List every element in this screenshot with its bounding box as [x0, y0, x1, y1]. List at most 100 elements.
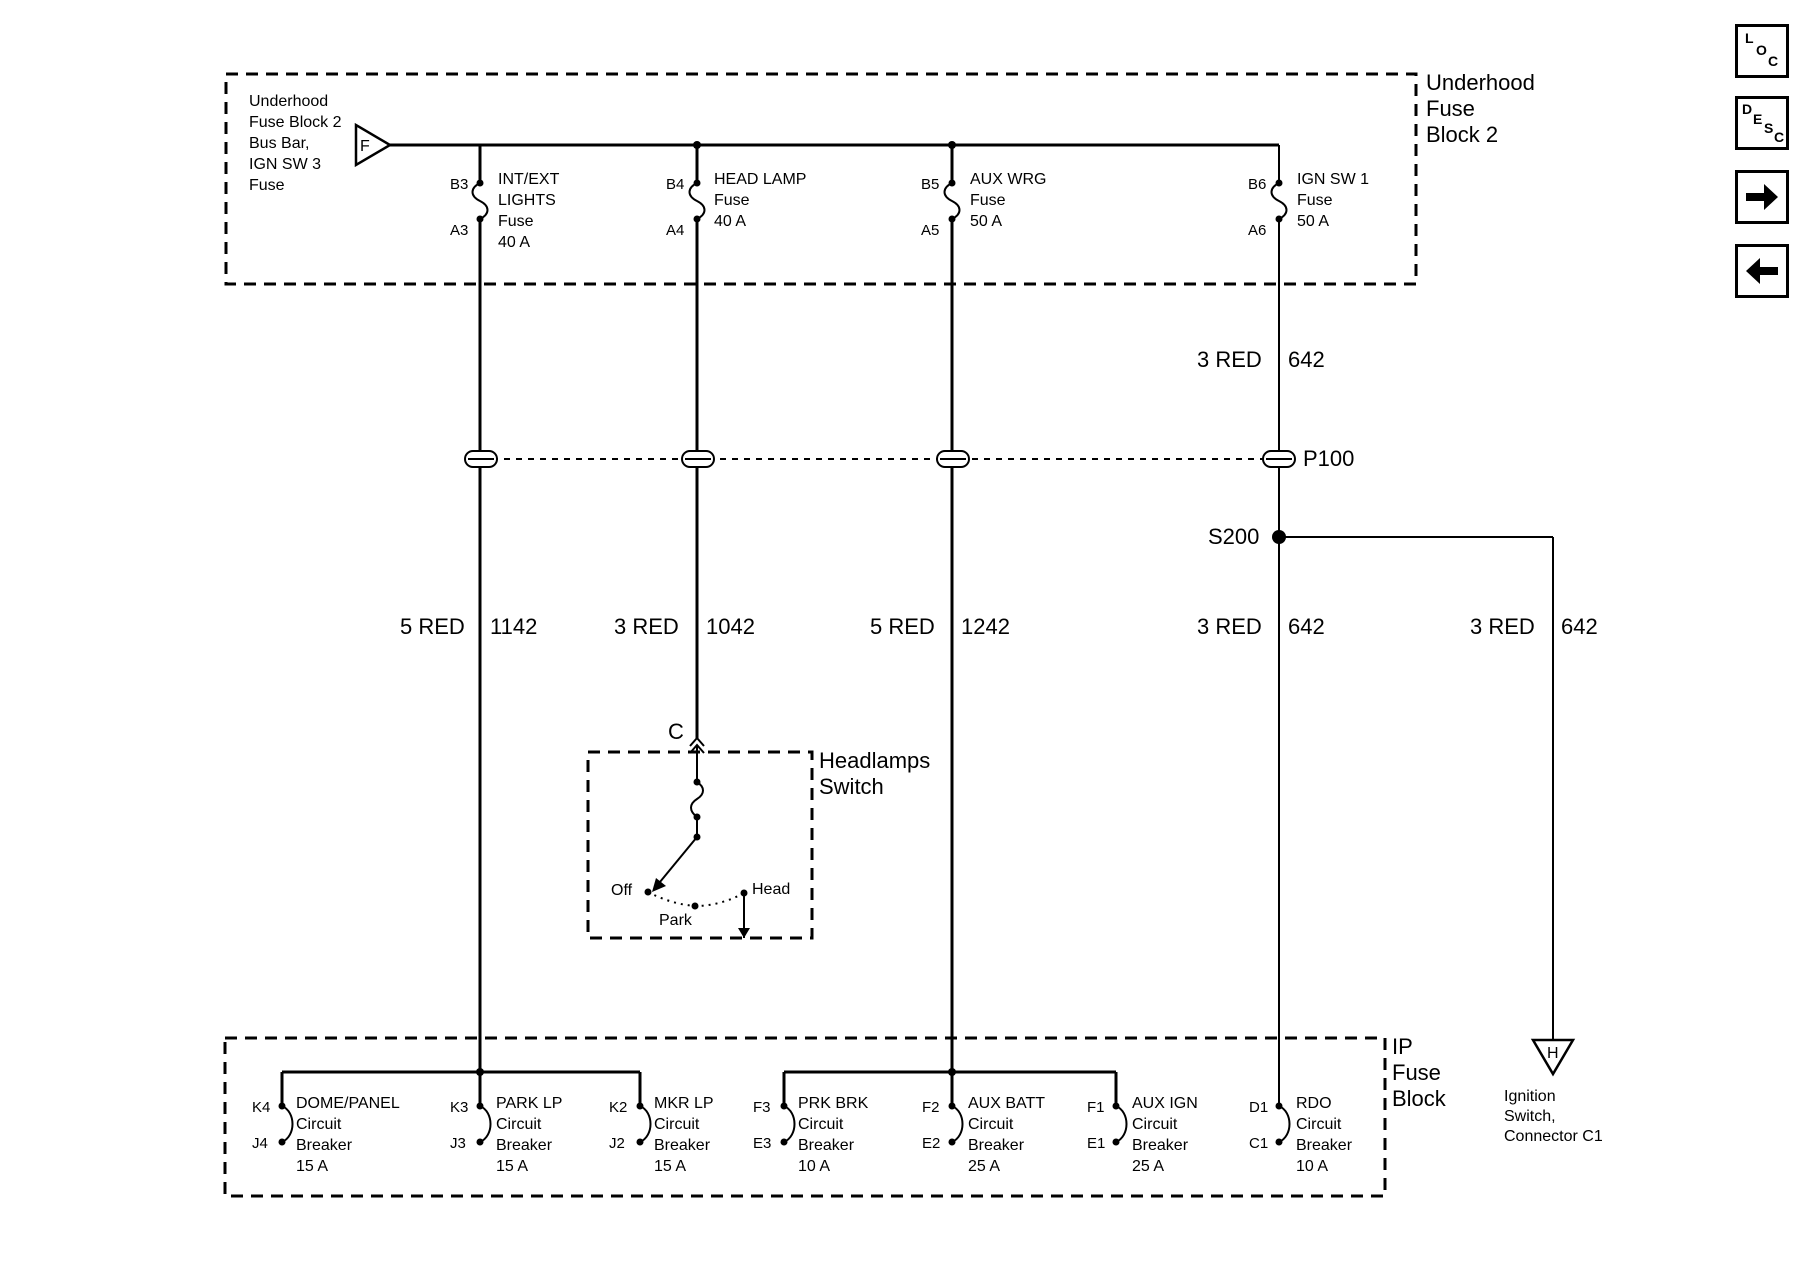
- breaker-5-bottom-pin: E2: [922, 1135, 940, 1152]
- headlamps-switch-title-2: Switch: [819, 774, 884, 799]
- ip-fuse-block-title-3: Block: [1392, 1086, 1447, 1111]
- breaker-6-top-pin: F1: [1087, 1099, 1105, 1116]
- underhood-title-line-3: Block 2: [1426, 122, 1498, 147]
- fuse-2-label-line-2: Fuse: [714, 192, 750, 209]
- loc-letter-c: C: [1768, 53, 1779, 69]
- wire-642-gauge: 3 RED: [1197, 614, 1262, 639]
- fuse-1-label-line-3: Fuse: [498, 213, 534, 230]
- desc-letter-d: D: [1742, 101, 1753, 117]
- wire-1042-gauge: 3 RED: [614, 614, 679, 639]
- breaker-2-line-2: Circuit: [496, 1116, 542, 1133]
- fuse-2-top-pin: B4: [666, 176, 684, 193]
- wire-642-branch-gauge: 3 RED: [1470, 614, 1535, 639]
- underhood-fuse-block-outline: [224, 72, 1418, 286]
- underhood-title-line-1: Underhood: [1426, 70, 1535, 95]
- fuse-2-label-line-3: 40 A: [714, 213, 746, 230]
- breaker-2-line-3: Breaker: [496, 1137, 553, 1154]
- breaker-5-top-pin: F2: [922, 1099, 940, 1116]
- s200-label: S200: [1208, 524, 1259, 549]
- ip-fuse-block-outline: [223, 1036, 1387, 1198]
- breaker-7-line-3: Breaker: [1296, 1137, 1353, 1154]
- circuit-breaker-icon: [1115, 1105, 1128, 1143]
- breaker-2-line-4: 15 A: [496, 1158, 528, 1175]
- breaker-3-line-4: 15 A: [654, 1158, 686, 1175]
- headlamps-switch-pin: C: [668, 719, 684, 744]
- breaker-4-line-1: PRK BRK: [798, 1095, 869, 1112]
- fuse-1-label-line-2: LIGHTS: [498, 192, 556, 209]
- breaker-4-line-3: Breaker: [798, 1137, 855, 1154]
- breaker-6-line-3: Breaker: [1132, 1137, 1189, 1154]
- breaker-6-bottom-pin: E1: [1087, 1135, 1105, 1152]
- fuse-4-label-line-3: 50 A: [1297, 213, 1329, 230]
- loc-letter-o: O: [1756, 42, 1767, 58]
- headlamps-switch-title-1: Headlamps: [819, 748, 930, 773]
- description-button[interactable]: D E S C: [1735, 96, 1789, 150]
- breaker-1-line-2: Circuit: [296, 1116, 342, 1133]
- switch-position-head: Head: [752, 881, 790, 898]
- breaker-1-bottom-pin: J4: [252, 1135, 268, 1152]
- breaker-7-top-pin: D1: [1249, 1099, 1268, 1116]
- ignition-connector-icon: [1530, 1038, 1576, 1077]
- fuse-4-top-pin: B6: [1248, 176, 1266, 193]
- switch-lever: [654, 836, 698, 889]
- breaker-7-line-1: RDO: [1296, 1095, 1332, 1112]
- wire-1242-circuit: 1242: [961, 614, 1010, 639]
- fuse-4-bottom-pin: A6: [1248, 222, 1266, 239]
- fuse-3-top-pin: B5: [921, 176, 939, 193]
- breaker-4-bottom-pin: E3: [753, 1135, 771, 1152]
- source-label-line-1: Underhood: [249, 93, 328, 110]
- upper-642-circuit: 642: [1288, 347, 1325, 372]
- source-connector-label: F: [360, 138, 370, 155]
- loc-letter-l: L: [1745, 30, 1754, 46]
- breaker-5-line-3: Breaker: [968, 1137, 1025, 1154]
- switch-lever-arrow-icon: [652, 878, 666, 892]
- circuit-breaker-icon: [281, 1105, 294, 1143]
- location-button[interactable]: L O C: [1735, 24, 1789, 78]
- breaker-3-top-pin: K2: [609, 1099, 627, 1116]
- breaker-3-line-2: Circuit: [654, 1116, 700, 1133]
- breaker-6-line-1: AUX IGN: [1132, 1095, 1198, 1112]
- desc-letter-s: S: [1764, 120, 1774, 136]
- ip-fuse-block-title-1: IP: [1392, 1034, 1413, 1059]
- breaker-7-line-4: 10 A: [1296, 1158, 1328, 1175]
- breaker-6-line-2: Circuit: [1132, 1116, 1178, 1133]
- circuit-breaker-icon: [951, 1105, 964, 1143]
- breaker-5-line-1: AUX BATT: [968, 1095, 1045, 1112]
- breaker-2-top-pin: K3: [450, 1099, 468, 1116]
- fuse-1-label-line-1: INT/EXT: [498, 171, 560, 188]
- circuit-breaker-icon: [1278, 1105, 1291, 1143]
- circuit-breaker-icon: [479, 1105, 492, 1143]
- fuse-1-top-pin: B3: [450, 176, 468, 193]
- fuse-1-label-line-4: 40 A: [498, 234, 530, 251]
- wire-642-branch-circuit: 642: [1561, 614, 1598, 639]
- source-label-line-2: Fuse Block 2: [249, 114, 342, 131]
- fuse-2-bottom-pin: A4: [666, 222, 684, 239]
- source-label-line-5: Fuse: [249, 177, 285, 194]
- next-page-button[interactable]: [1735, 170, 1789, 224]
- breaker-5-line-2: Circuit: [968, 1116, 1014, 1133]
- fuse-3-label-line-2: Fuse: [970, 192, 1006, 209]
- fuse-icon: [471, 182, 489, 220]
- switch-contact-icon: [690, 781, 704, 818]
- breaker-4-top-pin: F3: [753, 1099, 771, 1116]
- breaker-1-line-4: 15 A: [296, 1158, 328, 1175]
- breaker-3-line-1: MKR LP: [654, 1095, 714, 1112]
- breaker-7-line-2: Circuit: [1296, 1116, 1342, 1133]
- breaker-4-line-2: Circuit: [798, 1116, 844, 1133]
- circuit-breaker-icon: [783, 1105, 796, 1143]
- fuse-3-label-line-1: AUX WRG: [970, 171, 1046, 188]
- wire-1142-circuit: 1142: [490, 614, 537, 639]
- ignition-label-line-3: Connector C1: [1504, 1128, 1603, 1145]
- fuse-4-label-line-2: Fuse: [1297, 192, 1333, 209]
- p100-connector-icon: [464, 450, 1296, 468]
- ignition-connector-label: H: [1547, 1045, 1559, 1062]
- headlamps-switch-outline: [586, 750, 814, 940]
- fuse-1-bottom-pin: A3: [450, 222, 468, 239]
- switch-position-off: Off: [611, 882, 633, 899]
- fuse-icon: [943, 182, 961, 220]
- p100-label: P100: [1303, 446, 1354, 471]
- upper-642-gauge: 3 RED: [1197, 347, 1262, 372]
- circuit-breaker-icon: [639, 1105, 652, 1143]
- breaker-2-bottom-pin: J3: [450, 1135, 466, 1152]
- previous-page-button[interactable]: [1735, 244, 1789, 298]
